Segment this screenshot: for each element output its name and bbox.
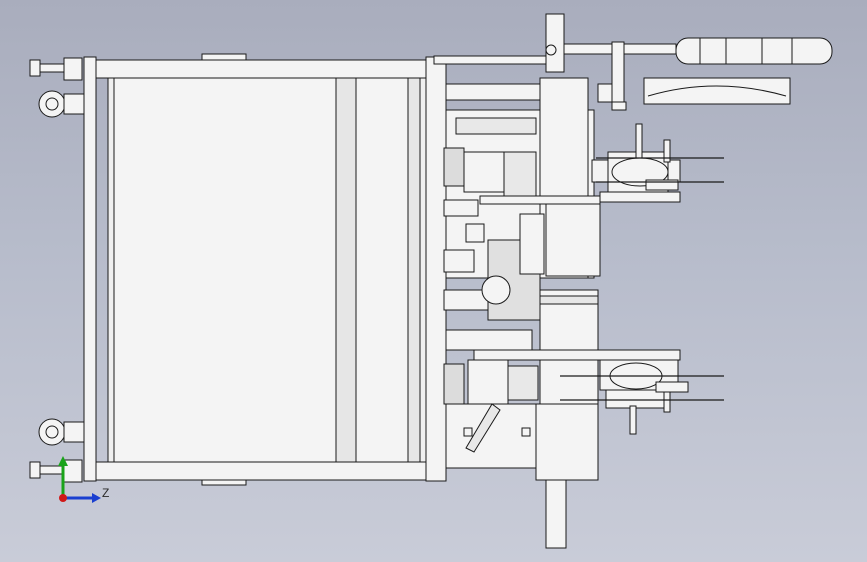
x-axis-dot <box>59 494 67 502</box>
leveling-foot-top-left <box>29 57 83 81</box>
caster-wheel-top-left <box>38 90 85 118</box>
handle <box>675 37 833 65</box>
caster-wheel-bottom-left <box>38 418 85 446</box>
coordinate-triad <box>58 456 101 503</box>
upper-pulley-assembly <box>591 123 681 203</box>
central-mechanism <box>443 77 681 549</box>
lower-pulley-assembly <box>599 359 689 435</box>
callout-leaders <box>560 157 724 401</box>
z-axis-label: Z <box>102 486 110 500</box>
leveling-foot-bottom-left <box>29 459 83 483</box>
curved-plate <box>643 77 791 105</box>
upper-shafts <box>433 13 677 111</box>
frame-body <box>83 53 447 486</box>
